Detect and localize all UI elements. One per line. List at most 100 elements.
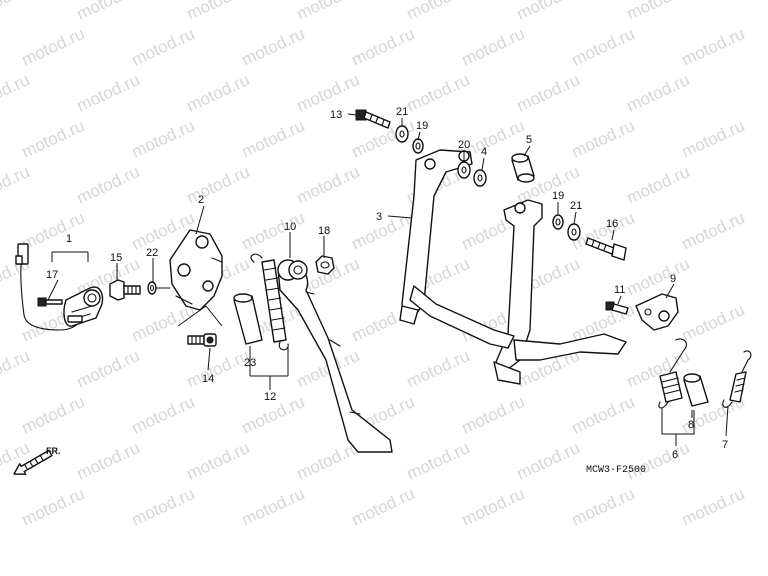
watermark-text: motod.ru [459, 484, 528, 530]
callout-16: 16 [606, 218, 618, 230]
collar-8 [683, 373, 709, 407]
callout-12: 12 [264, 391, 276, 403]
switch-bracket [169, 229, 223, 311]
callout-19-top: 19 [416, 120, 428, 132]
callout-18: 18 [318, 225, 330, 237]
watermark-text: motod.ru [74, 162, 143, 208]
callout-labels: 1 17 2 15 22 14 10 18 23 12 3 13 21 19 2… [46, 106, 728, 461]
washer-21-right [567, 223, 581, 241]
watermark-text: motod.ru [624, 438, 693, 484]
watermark-text: motod.ru [514, 0, 583, 24]
watermark-text: motod.ru [294, 162, 363, 208]
watermark-text: motod.ru [19, 392, 88, 438]
leader-lines [47, 113, 729, 446]
watermark-text: motod.ru [624, 70, 693, 116]
watermark-text: motod.ru [19, 484, 88, 530]
nut-18 [315, 255, 335, 275]
callout-11: 11 [614, 284, 625, 296]
watermark-text: motod.ru [459, 392, 528, 438]
watermark-text: motod.ru [0, 162, 32, 208]
callout-21-top: 21 [396, 106, 408, 118]
watermark-text: motod.ru [129, 484, 198, 530]
watermark-text: motod.ru [239, 208, 308, 254]
callout-17: 17 [46, 269, 58, 281]
callout-10: 10 [284, 221, 296, 233]
bolt-16 [585, 237, 627, 261]
callout-15: 15 [110, 252, 122, 264]
watermark-text: motod.ru [74, 0, 143, 24]
watermark-text: motod.ru [184, 70, 253, 116]
bushing-5 [511, 153, 535, 183]
watermark-text: motod.ru [679, 300, 748, 346]
watermark-text: motod.ru [0, 0, 32, 24]
callout-8: 8 [688, 419, 694, 431]
watermark-text: motod.ru [74, 438, 143, 484]
spring-main-stand [658, 338, 687, 409]
watermark-text: motod.ru [679, 116, 748, 162]
watermark-text: motod.ru [569, 24, 638, 70]
watermark-text: motod.ru [74, 346, 143, 392]
watermark-text: motod.ru [404, 0, 473, 24]
watermark-text: motod.ru [239, 116, 308, 162]
watermark-text: motod.ru [0, 70, 32, 116]
callout-13: 13 [330, 109, 342, 121]
watermark-text: motod.ru [679, 484, 748, 530]
watermark-text: motod.ru [184, 438, 253, 484]
callout-6: 6 [672, 449, 678, 461]
callout-14: 14 [202, 373, 214, 385]
callout-21-right: 21 [570, 200, 582, 212]
watermark-text: motod.ru [349, 208, 418, 254]
watermark-text: motod.ru [129, 116, 198, 162]
bolt-14 [187, 333, 217, 347]
main-stand [399, 149, 627, 385]
watermark-text: motod.ru [459, 24, 528, 70]
callout-7: 7 [722, 439, 728, 451]
side-stand [277, 259, 393, 453]
stopper-plate-9 [635, 293, 679, 331]
callout-9: 9 [670, 273, 676, 285]
watermark-text: motod.ru [184, 346, 253, 392]
watermark-text: motod.ru [349, 24, 418, 70]
callout-4: 4 [481, 146, 487, 158]
callout-23: 23 [244, 357, 256, 369]
watermark-text: motod.ru [624, 0, 693, 24]
watermark-text: motod.ru [349, 484, 418, 530]
collar-19-top [412, 138, 424, 154]
watermark-text: motod.ru [404, 70, 473, 116]
washer-21-top [395, 125, 409, 143]
watermark-text: motod.ru [679, 24, 748, 70]
watermark-text: motod.ru [239, 484, 308, 530]
watermark-text: motod.ru [239, 24, 308, 70]
direction-label: FR. [46, 446, 61, 456]
washer-22 [147, 281, 171, 295]
watermark-text: motod.ru [624, 162, 693, 208]
watermark-text: motod.ru [19, 24, 88, 70]
watermark-text: motod.ru [294, 0, 363, 24]
watermark-text: motod.ru [184, 0, 253, 24]
callout-22: 22 [146, 247, 158, 259]
watermark-text: motod.ru [404, 438, 473, 484]
watermark-text: motod.ru [294, 70, 363, 116]
watermark-text: motod.ru [0, 346, 32, 392]
watermark-text: motod.ru [0, 438, 32, 484]
watermark-text: motod.ru [129, 24, 198, 70]
watermark-text: motod.ru [624, 254, 693, 300]
collar-19-right [552, 214, 564, 230]
watermark-text: motod.ru [679, 208, 748, 254]
watermark-text: motod.ru [129, 392, 198, 438]
callout-5: 5 [526, 134, 532, 146]
watermark-text: motod.ru [514, 438, 583, 484]
bolt-15 [109, 279, 141, 301]
callout-2: 2 [198, 194, 204, 206]
watermark-text: motod.ru [19, 208, 88, 254]
washer-4 [473, 169, 487, 187]
watermark-text: motod.ru [569, 392, 638, 438]
callout-3: 3 [376, 211, 382, 223]
side-stand-switch [15, 243, 104, 331]
callout-19-right: 19 [552, 190, 564, 202]
bolt-17 [37, 297, 63, 307]
watermark-text: motod.ru [404, 346, 473, 392]
watermark-text: motod.ru [569, 116, 638, 162]
watermark-text: motod.ru [514, 70, 583, 116]
